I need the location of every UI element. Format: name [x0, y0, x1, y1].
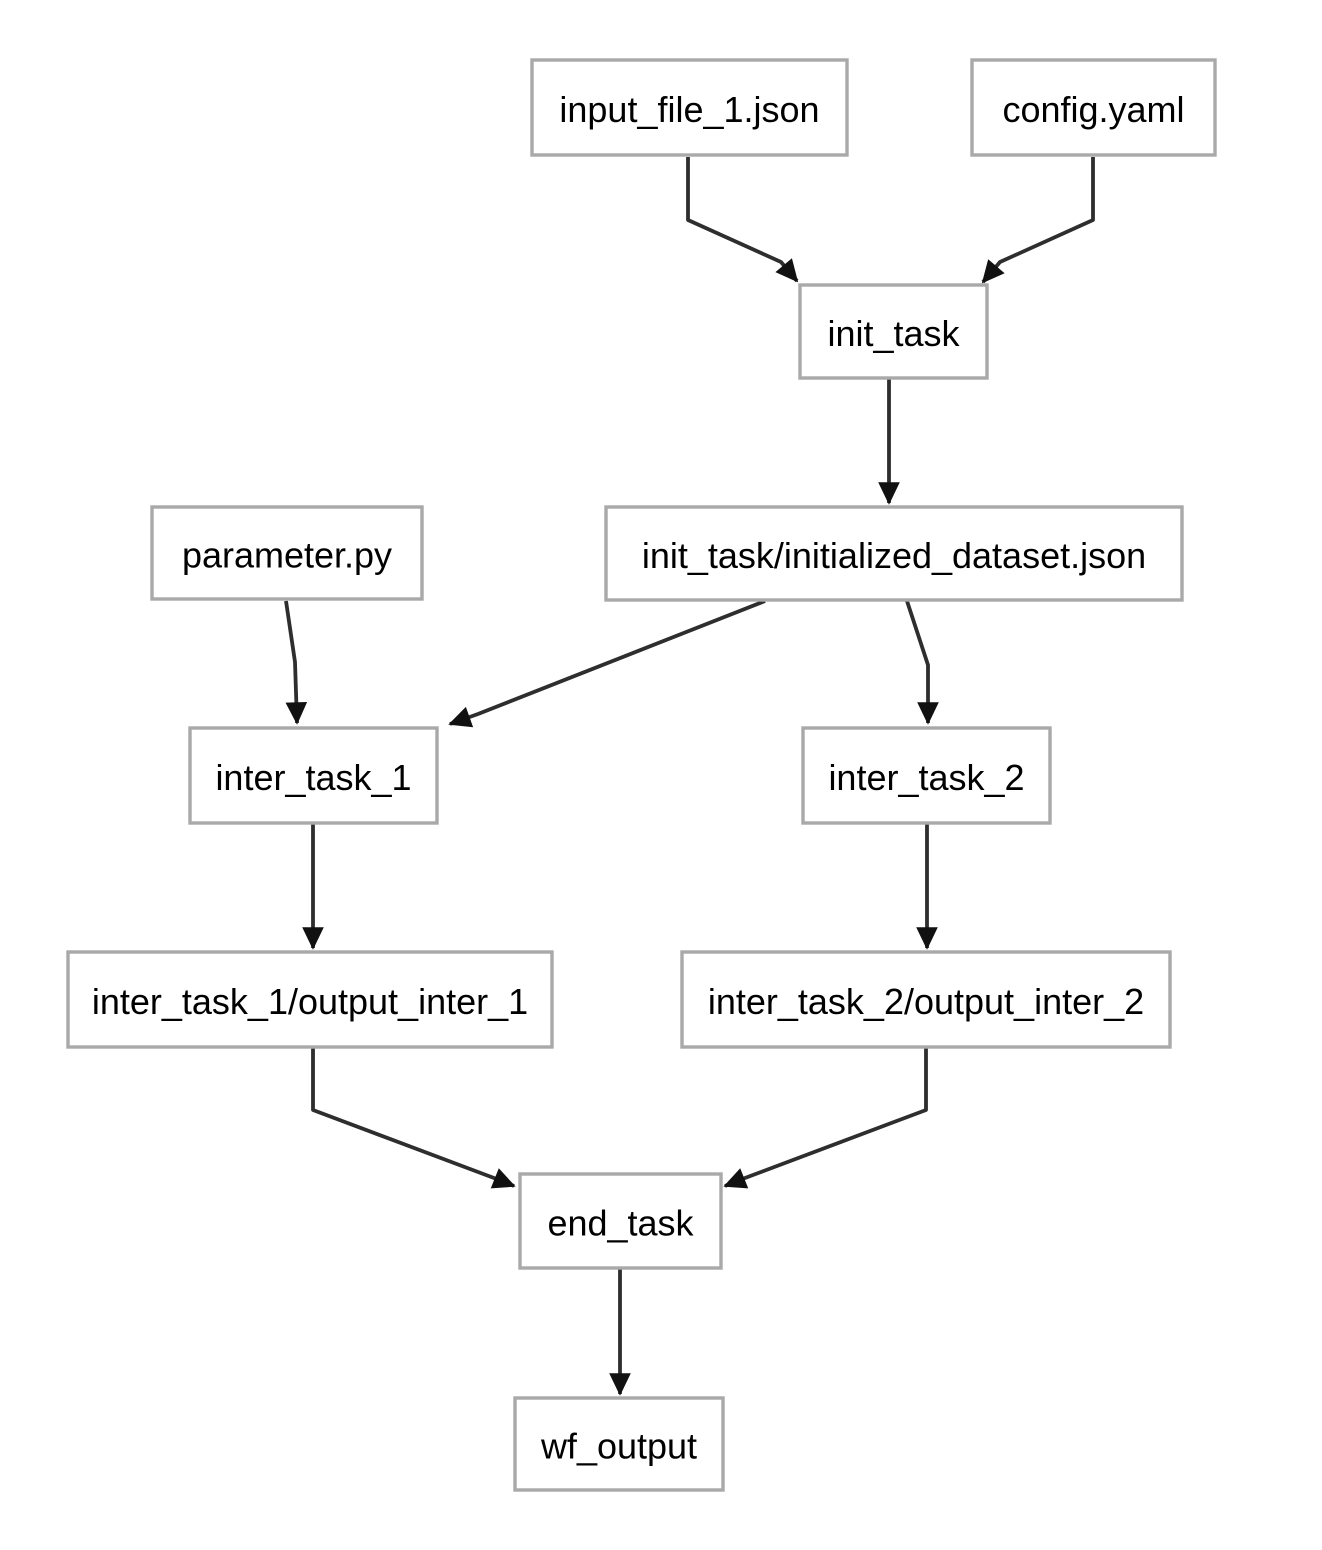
- nodes-layer: input_file_1.json config.yaml init_taskpar…: [66, 58, 1217, 1492]
- node-init-task: init_task: [798, 283, 989, 380]
- node-label-initialized-dataset: init_task/initialized_dataset.json: [642, 535, 1146, 576]
- node-input-file-1: input_file_1.json: [530, 58, 849, 157]
- node-inter-task-1: inter_task_1: [188, 726, 439, 825]
- edge-parameter-py-to-inter-task-1: [284, 600, 308, 725]
- node-label-inter-task-2: inter_task_2: [828, 757, 1024, 798]
- node-box-config-yaml: [970, 58, 1217, 157]
- node-box-wf-output: [513, 1396, 725, 1492]
- node-initialized-dataset: init_task/initialized_dataset.json: [604, 505, 1184, 602]
- node-label-inter-task-1: inter_task_1: [215, 757, 411, 798]
- edge-initialized-dataset-to-inter-task-2: [905, 600, 939, 725]
- node-label-config-yaml: config.yaml: [1002, 89, 1184, 130]
- node-box-inter-task-2: [801, 726, 1052, 825]
- node-box-initialized-dataset: [604, 505, 1184, 602]
- node-label-parameter-py: parameter.py: [182, 535, 392, 576]
- node-end-task: end_task: [518, 1172, 723, 1270]
- node-box-end-task: [518, 1172, 723, 1270]
- node-box-init-task: [798, 283, 989, 380]
- node-box-parameter-py: [150, 505, 424, 601]
- node-wf-output: wf_output: [513, 1396, 725, 1492]
- node-label-wf-output: wf_output: [540, 1426, 697, 1467]
- node-label-init-task: init_task: [827, 313, 960, 354]
- edge-output-inter-1-to-end-task: [311, 1047, 516, 1189]
- node-inter-task-2: inter_task_2: [801, 726, 1052, 825]
- edge-input-file-1-to-init-task: [686, 157, 799, 283]
- edge-output-inter-2-to-end-task: [723, 1047, 928, 1189]
- node-box-input-file-1: [530, 58, 849, 157]
- node-parameter-py: parameter.py: [150, 505, 424, 601]
- node-output-inter-2: inter_task_2/output_inter_2: [680, 950, 1172, 1049]
- node-box-output-inter-1: [66, 950, 554, 1049]
- node-output-inter-1: inter_task_1/output_inter_1: [66, 950, 554, 1049]
- node-config-yaml: config.yaml: [970, 58, 1217, 157]
- node-label-output-inter-2: inter_task_2/output_inter_2: [708, 981, 1144, 1022]
- edges-layer: [284, 157, 1095, 1396]
- node-box-inter-task-1: [188, 726, 439, 825]
- node-label-output-inter-1: inter_task_1/output_inter_1: [92, 981, 528, 1022]
- node-label-end-task: end_task: [547, 1203, 694, 1244]
- node-box-output-inter-2: [680, 950, 1172, 1049]
- node-label-input-file-1: input_file_1.json: [559, 89, 819, 130]
- edge-initialized-dataset-to-inter-task-1: [448, 599, 766, 728]
- edge-config-yaml-to-init-task: [981, 157, 1095, 284]
